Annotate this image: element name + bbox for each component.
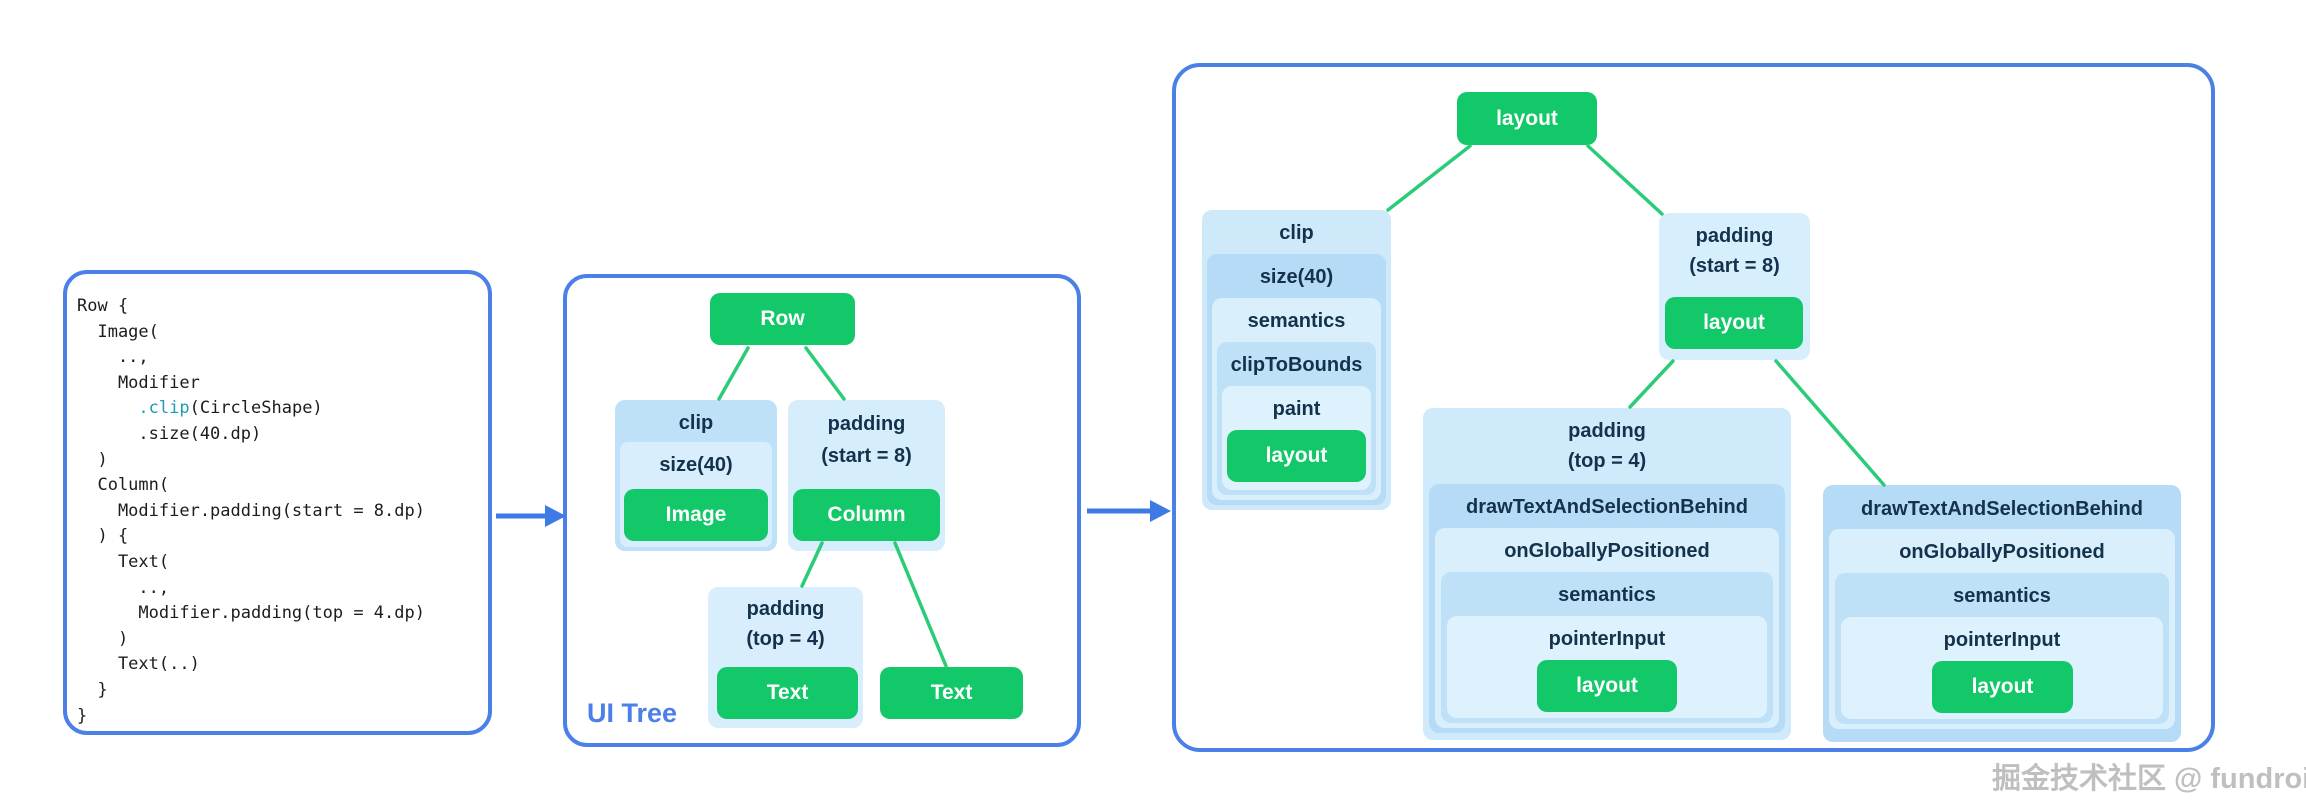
code-block: Row { Image( .., Modifier .clip(CircleSh… <box>77 296 425 726</box>
clip-stack-clip-label: clip <box>1279 222 1314 244</box>
watermark: 掘金技术社区 @ fundroid <box>1992 763 2306 795</box>
padding-top-layout-node: layout <box>1537 660 1677 712</box>
padding-top-semantics-label: semantics <box>1558 584 1656 606</box>
padding-top-line2: (top = 4) <box>1567 450 1647 472</box>
ui-tree-row-node: Row <box>710 293 855 345</box>
ui-tree-padding-start-line1: padding <box>827 413 906 435</box>
ui-tree-text2-node: Text <box>880 667 1023 719</box>
clip-stack-cliptobounds-label: clipToBounds <box>1230 354 1363 376</box>
ui-tree-padding-top-line1: padding <box>746 598 825 620</box>
draw-stack-semantics-label: semantics <box>1953 585 2051 607</box>
draw-stack-onglobally-label: onGloballyPositioned <box>1899 541 2105 563</box>
clip-stack-semantics-label: semantics <box>1247 310 1346 332</box>
ui-tree-clip-label: clip <box>678 412 714 434</box>
clip-stack-layout-node: layout <box>1227 430 1366 482</box>
clip-stack-paint-label: paint <box>1272 398 1321 420</box>
padding-top-draw-label: drawTextAndSelectionBehind <box>1466 496 1748 518</box>
padding-top-onglobally-label: onGloballyPositioned <box>1504 540 1710 562</box>
padding-top-line1: padding <box>1568 420 1646 442</box>
arrow-right-icon <box>1150 500 1171 522</box>
padding-top-pointerinput-label: pointerInput <box>1548 628 1666 650</box>
ui-tree-text1-node: Text <box>717 667 858 719</box>
node-tree-layout-root: layout <box>1457 92 1597 145</box>
ui-tree-image-node: Image <box>624 489 768 541</box>
ui-tree-padding-start-line2: (start = 8) <box>821 445 912 467</box>
padding-start-line1: padding <box>1695 225 1774 247</box>
draw-stack-draw-label: drawTextAndSelectionBehind <box>1861 498 2143 520</box>
ui-tree-padding-top-line2: (top = 4) <box>746 628 825 650</box>
ui-tree-size-label: size(40) <box>659 454 733 476</box>
padding-start-layout-node: layout <box>1665 297 1803 349</box>
code-panel: Row { Image( .., Modifier .clip(CircleSh… <box>63 270 492 735</box>
draw-stack-pointerinput-label: pointerInput <box>1943 629 2061 651</box>
draw-stack-layout-node: layout <box>1932 661 2073 713</box>
ui-tree-column-node: Column <box>793 489 940 541</box>
ui-tree-title: UI Tree <box>587 698 678 728</box>
clip-stack-size-label: size(40) <box>1259 266 1334 288</box>
padding-start-line2: (start = 8) <box>1689 255 1780 277</box>
